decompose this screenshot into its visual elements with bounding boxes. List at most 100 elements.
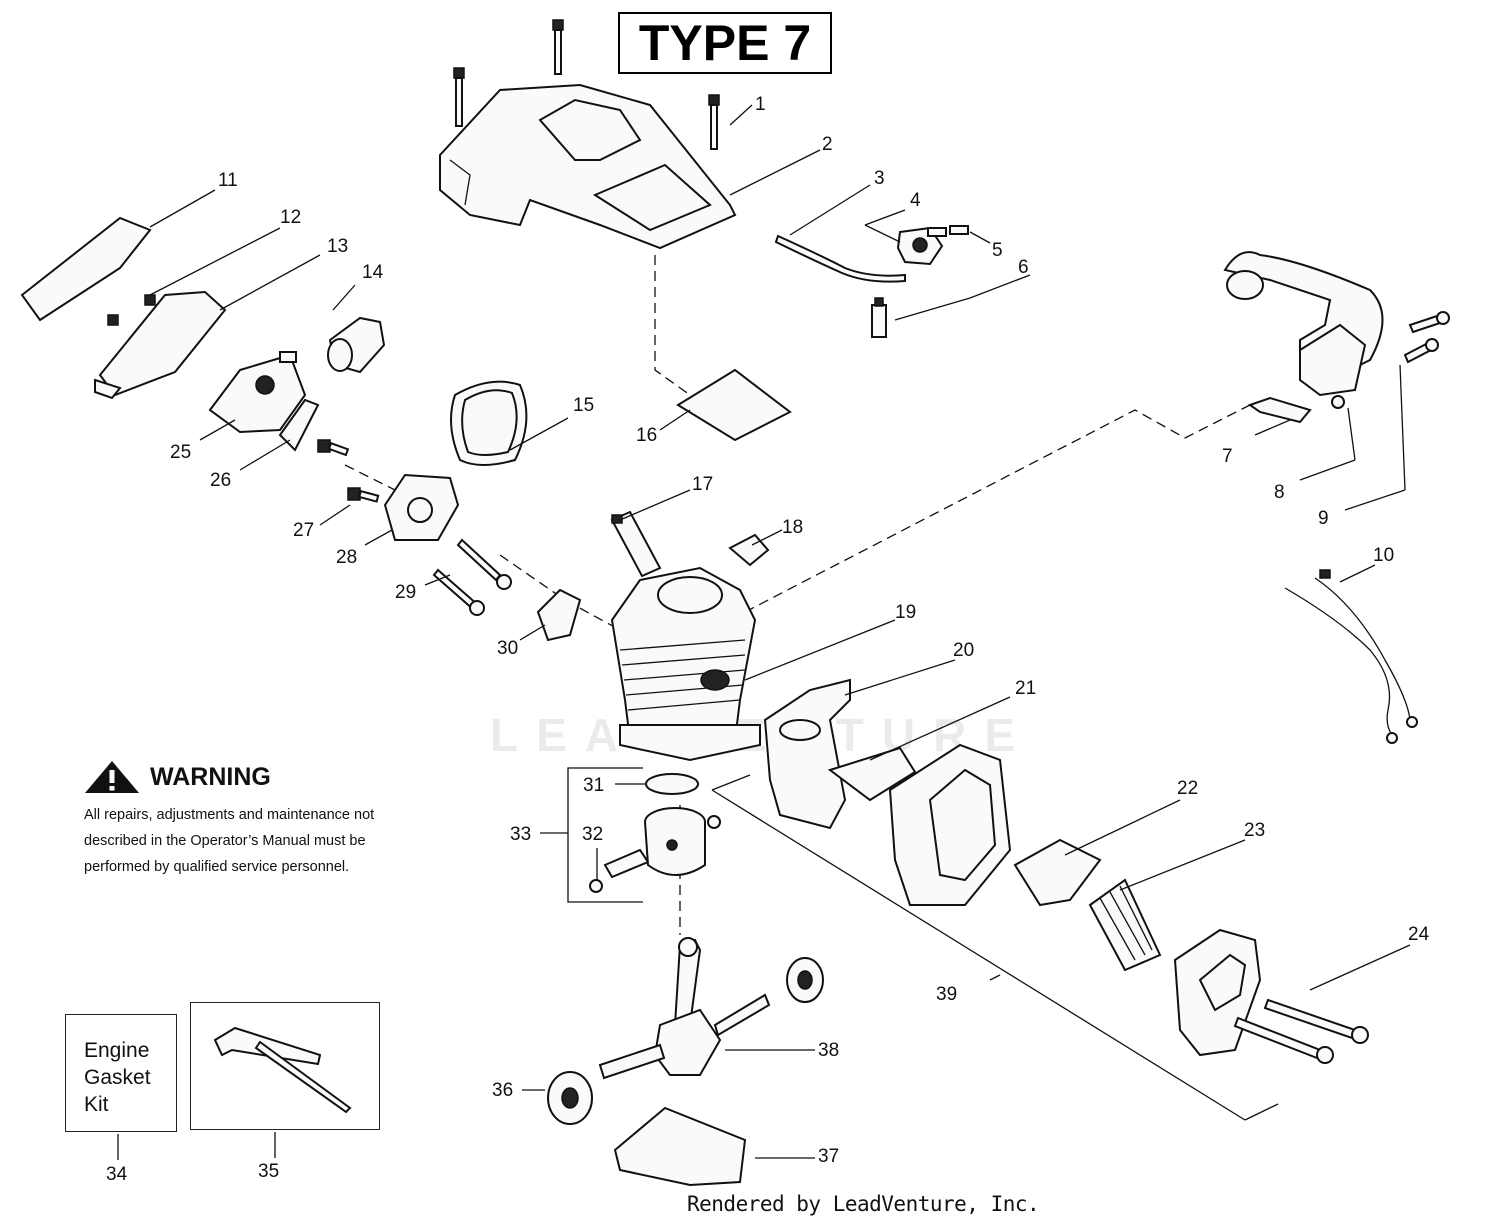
callout-20: 20: [953, 640, 974, 661]
callout-15: 15: [573, 395, 594, 416]
bearing-right[interactable]: [786, 957, 824, 1003]
callout-11: 11: [218, 170, 238, 191]
warning-triangle-icon: [85, 761, 139, 793]
callout-26: 26: [210, 470, 231, 491]
part-14-intake-elbow[interactable]: [327, 316, 386, 374]
part-22-spark-arrestor[interactable]: [1013, 838, 1102, 907]
callout-10: 10: [1373, 545, 1394, 566]
part-36-bearing[interactable]: [547, 1071, 593, 1125]
callout-23: 23: [1244, 820, 1265, 841]
callout-numbers: 1 2 3 4 5 6 7 8 9 10 11 12 13 14 15 16 1…: [106, 94, 1430, 1185]
warning-line-1: All repairs, adjustments and maintenance…: [84, 807, 375, 823]
part-4-decompression-valve[interactable]: [896, 226, 947, 266]
kit-line-3: Kit: [84, 1093, 109, 1116]
part-29-bolt-b[interactable]: [456, 538, 502, 582]
part-7-bracket[interactable]: [1247, 396, 1312, 424]
part-11-air-filter-cover[interactable]: [20, 216, 152, 322]
part-15-intake-boot[interactable]: [450, 380, 528, 466]
assembly-line-cover: [654, 255, 691, 396]
callout-36: 36: [492, 1080, 513, 1101]
warning-notice: WARNING All repairs, adjustments and mai…: [84, 760, 444, 880]
part-3-fuel-hose[interactable]: [774, 234, 906, 283]
part-29-bolt[interactable]: [432, 568, 485, 616]
callout-38: 38: [818, 1040, 839, 1061]
callout-37: 37: [818, 1146, 839, 1167]
part-19-cylinder[interactable]: [610, 566, 761, 762]
part-2-cylinder-cover[interactable]: [439, 83, 737, 250]
callout-9: 9: [1318, 508, 1329, 529]
part-38-crankshaft[interactable]: [598, 937, 771, 1080]
callout-21: 21: [1015, 678, 1036, 699]
tool-box-frame: [190, 1002, 380, 1130]
callout-6: 6: [1018, 257, 1029, 278]
part-32-piston-pin[interactable]: [589, 815, 721, 893]
leader-lines: [117, 104, 1411, 1160]
part-29-bolt-b-head: [496, 574, 512, 590]
part-18-boot[interactable]: [728, 533, 770, 567]
callout-5: 5: [992, 240, 1003, 261]
part-24-muffler-bolts[interactable]: [1233, 998, 1369, 1064]
part-23-screen[interactable]: [1088, 878, 1162, 972]
part-30-cylinder-gasket[interactable]: [536, 588, 582, 642]
muffler-cover[interactable]: [1173, 928, 1262, 1057]
callout-14: 14: [362, 262, 384, 283]
callout-24: 24: [1408, 924, 1430, 945]
warning-heading: WARNING: [150, 762, 271, 791]
assembly-line-ignition: [744, 404, 1251, 613]
part-9-bolts[interactable]: [1403, 311, 1450, 364]
part-25-carburetor[interactable]: [208, 351, 307, 434]
callout-3: 3: [874, 168, 885, 189]
part-16-filter-pad[interactable]: [676, 368, 792, 442]
callout-30: 30: [497, 638, 518, 659]
callout-17: 17: [692, 474, 713, 495]
part-27-bolts[interactable]: [317, 439, 380, 503]
callout-33: 33: [510, 824, 531, 845]
callout-27: 27: [293, 520, 314, 541]
kit-line-1: Engine: [84, 1039, 150, 1062]
callout-7: 7: [1222, 446, 1233, 467]
piston[interactable]: [644, 807, 706, 876]
part-20-muffler-gasket[interactable]: [763, 678, 851, 830]
callout-22: 22: [1177, 778, 1198, 799]
callout-28: 28: [336, 547, 357, 568]
callout-1: 1: [755, 94, 766, 115]
kit-line-2: Gasket: [84, 1066, 151, 1089]
callout-18: 18: [782, 517, 803, 538]
engine-gasket-kit-box[interactable]: Engine Gasket Kit: [65, 1014, 177, 1132]
part-13-air-filter[interactable]: [94, 290, 227, 400]
part-37-crankcase[interactable]: [613, 1106, 747, 1187]
part-31-piston-ring[interactable]: [645, 773, 699, 795]
diagram-title: TYPE 7: [618, 12, 832, 74]
assembly-line-bolts: [499, 554, 621, 631]
ignition-module[interactable]: [1223, 251, 1384, 397]
warning-line-3: performed by qualified service personnel…: [84, 859, 350, 875]
callout-25: 25: [170, 442, 191, 463]
callout-12: 12: [280, 207, 301, 228]
part-21-gasket[interactable]: [827, 746, 917, 802]
part-28-intake-flange[interactable]: [383, 473, 460, 541]
part-8-screw[interactable]: [1331, 395, 1345, 409]
warning-line-2: described in the Operator’s Manual must …: [84, 833, 366, 849]
callout-4: 4: [910, 190, 921, 211]
part-1-screws[interactable]: [453, 19, 720, 150]
callout-16: 16: [636, 425, 657, 446]
callout-19: 19: [895, 602, 916, 623]
footer-credit: Rendered by LeadVenture, Inc.: [687, 1192, 1040, 1216]
callout-31: 31: [583, 775, 604, 796]
part-17-spark-plug[interactable]: [610, 510, 662, 578]
part-6-plug[interactable]: [871, 297, 887, 338]
part-10-wiring[interactable]: [1284, 569, 1418, 744]
muffler-body[interactable]: [888, 743, 1012, 906]
part-26-gasket[interactable]: [278, 398, 320, 452]
callout-13: 13: [327, 236, 348, 257]
part-5-screw[interactable]: [949, 225, 969, 235]
assembly-line-intake: [344, 464, 396, 491]
callout-39: 39: [936, 984, 957, 1005]
callout-32: 32: [582, 824, 603, 845]
part-35-combination-wrench[interactable]: [213, 1026, 352, 1114]
callout-29: 29: [395, 582, 416, 603]
callout-35: 35: [258, 1161, 279, 1182]
callout-2: 2: [822, 134, 833, 155]
callout-34: 34: [106, 1164, 128, 1185]
